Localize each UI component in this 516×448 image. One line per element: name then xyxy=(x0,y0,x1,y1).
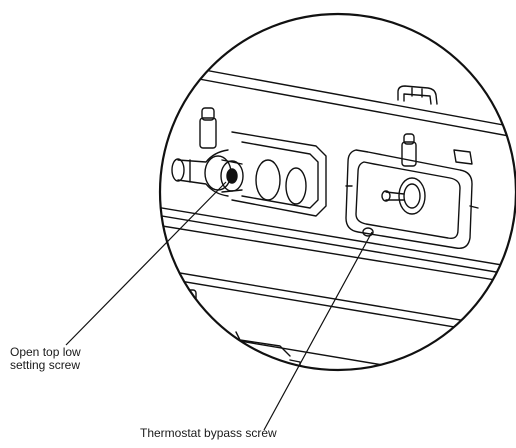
low-setting-assembly xyxy=(171,131,327,217)
callout-low-setting-screw: Open top low setting screw xyxy=(10,346,81,372)
leader-line-low-setting xyxy=(65,181,227,346)
bypass-housing xyxy=(345,149,479,249)
low-setting-screw xyxy=(204,155,244,193)
detail-circle xyxy=(158,12,516,372)
leader-line-bypass xyxy=(263,231,373,431)
top-clip xyxy=(397,85,438,105)
bypass-screw xyxy=(381,177,426,215)
upper-posts xyxy=(199,107,473,167)
callout-thermostat-bypass-screw: Thermostat bypass screw xyxy=(140,426,277,440)
callout-low-setting-line1: Open top low xyxy=(10,345,81,359)
callout-low-setting-line2: setting screw xyxy=(10,358,81,372)
